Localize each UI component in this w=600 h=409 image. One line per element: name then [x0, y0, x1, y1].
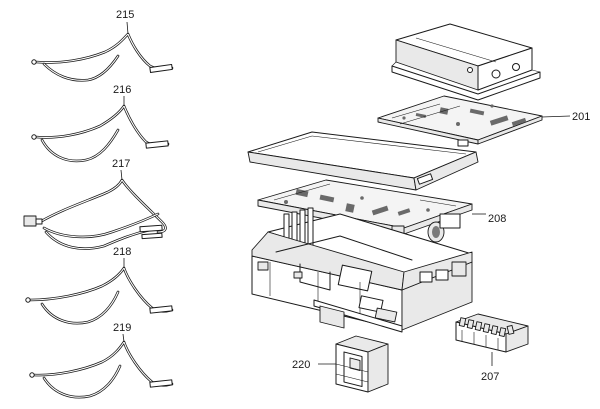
sensor-cable-218 — [25, 258, 174, 325]
middle-lid — [247, 131, 479, 191]
callout-218: 218 — [113, 246, 131, 258]
sensor-cable-215 — [31, 21, 174, 82]
sensor-cable-219 — [29, 333, 174, 399]
callout-207: 207 — [481, 371, 499, 383]
sensor-cable-217 — [23, 169, 167, 250]
top-cover-box — [391, 23, 541, 101]
sensor-cable-216 — [31, 96, 170, 163]
circuit-board-201 — [377, 95, 571, 145]
transformer-220 — [318, 335, 389, 393]
callout-215: 215 — [116, 9, 134, 21]
callout-216: 216 — [113, 84, 131, 96]
terminal-block-207 — [455, 313, 529, 366]
callout-217: 217 — [112, 158, 130, 170]
callout-220: 220 — [292, 359, 310, 371]
callout-208: 208 — [488, 213, 506, 225]
callout-219: 219 — [113, 322, 131, 334]
callout-201: 201 — [572, 111, 590, 123]
bottom-housing — [251, 207, 473, 333]
